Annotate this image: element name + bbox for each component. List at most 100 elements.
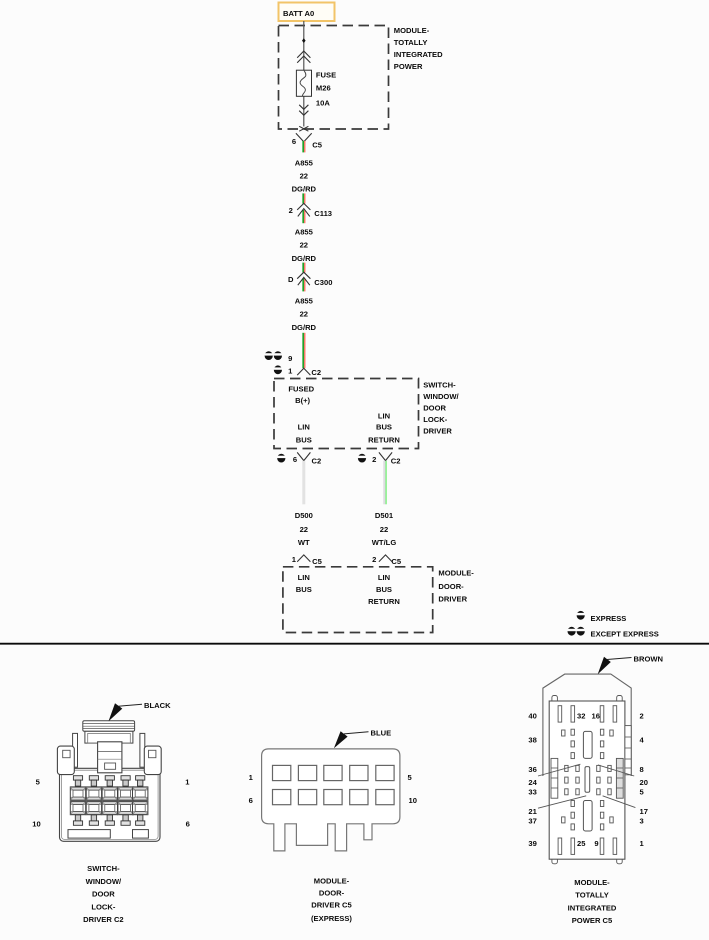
svg-text:C5: C5 — [391, 557, 401, 566]
svg-text:17: 17 — [640, 807, 648, 816]
svg-text:DOOR-: DOOR- — [319, 888, 345, 897]
svg-text:WINDOW/: WINDOW/ — [423, 392, 459, 401]
svg-text:LIN: LIN — [298, 573, 310, 582]
svg-text:6: 6 — [186, 820, 190, 829]
svg-text:C2: C2 — [311, 368, 321, 377]
svg-text:BROWN: BROWN — [634, 655, 664, 664]
svg-text:2: 2 — [372, 555, 376, 564]
svg-text:D: D — [288, 275, 294, 284]
svg-text:21: 21 — [528, 807, 537, 816]
svg-text:DRIVER C5: DRIVER C5 — [311, 901, 352, 910]
svg-text:BUS: BUS — [376, 422, 392, 431]
svg-text:WT: WT — [298, 538, 310, 547]
svg-text:C2: C2 — [312, 456, 322, 465]
svg-text:D501: D501 — [375, 511, 394, 520]
svg-text:32: 32 — [577, 712, 585, 721]
svg-text:38: 38 — [528, 736, 536, 745]
svg-text:DOOR: DOOR — [92, 889, 115, 898]
svg-text:WINDOW/: WINDOW/ — [86, 877, 122, 886]
svg-text:SWITCH-: SWITCH- — [423, 381, 456, 390]
svg-text:WT/LG: WT/LG — [372, 538, 397, 547]
svg-text:POWER: POWER — [394, 62, 423, 71]
svg-text:C5: C5 — [312, 557, 322, 566]
svg-text:BLUE: BLUE — [371, 729, 392, 738]
svg-text:16: 16 — [591, 712, 599, 721]
svg-text:6: 6 — [293, 455, 297, 464]
svg-text:LOCK-: LOCK- — [91, 902, 116, 911]
svg-text:DG/RD: DG/RD — [292, 323, 317, 332]
svg-text:24: 24 — [528, 778, 537, 787]
svg-text:MODULE-: MODULE- — [394, 26, 430, 35]
svg-text:INTEGRATED: INTEGRATED — [394, 50, 443, 59]
svg-text:DOOR-: DOOR- — [438, 582, 464, 591]
svg-text:39: 39 — [528, 839, 536, 848]
svg-text:1: 1 — [249, 773, 254, 782]
svg-text:DOOR: DOOR — [423, 404, 446, 413]
svg-text:1: 1 — [640, 839, 645, 848]
svg-text:2: 2 — [289, 206, 293, 215]
svg-text:LOCK-: LOCK- — [423, 415, 448, 424]
svg-text:DRIVER: DRIVER — [423, 427, 452, 436]
svg-text:22: 22 — [380, 525, 388, 534]
svg-text:INTEGRATED: INTEGRATED — [568, 904, 617, 913]
svg-text:1: 1 — [185, 778, 190, 787]
svg-text:EXPRESS: EXPRESS — [591, 614, 627, 623]
svg-text:LIN: LIN — [378, 412, 390, 421]
svg-text:(EXPRESS): (EXPRESS) — [311, 914, 352, 923]
svg-text:6: 6 — [292, 137, 296, 146]
svg-text:TOTALLY: TOTALLY — [575, 891, 609, 900]
svg-text:40: 40 — [528, 712, 536, 721]
svg-text:POWER C5: POWER C5 — [572, 916, 613, 925]
svg-text:B(+): B(+) — [295, 396, 310, 405]
svg-text:M26: M26 — [316, 84, 331, 93]
svg-text:10: 10 — [408, 796, 416, 805]
svg-text:5: 5 — [36, 778, 41, 787]
svg-text:6: 6 — [249, 796, 253, 805]
svg-text:EXCEPT EXPRESS: EXCEPT EXPRESS — [591, 630, 659, 639]
svg-text:37: 37 — [528, 817, 536, 826]
svg-text:8: 8 — [640, 765, 644, 774]
svg-text:BUS: BUS — [296, 585, 312, 594]
svg-text:SWITCH-: SWITCH- — [87, 864, 120, 873]
svg-text:LIN: LIN — [378, 573, 390, 582]
svg-text:10A: 10A — [316, 99, 330, 108]
svg-text:MODULE-: MODULE- — [438, 568, 474, 577]
svg-text:BATT A0: BATT A0 — [283, 9, 314, 18]
svg-text:FUSE: FUSE — [316, 70, 336, 79]
svg-text:1: 1 — [288, 367, 293, 376]
svg-text:25: 25 — [577, 839, 586, 848]
svg-text:RETURN: RETURN — [368, 435, 400, 444]
svg-text:MODULE-: MODULE- — [574, 878, 610, 887]
svg-text:C5: C5 — [312, 141, 322, 150]
svg-text:9: 9 — [288, 354, 292, 363]
svg-text:22: 22 — [300, 171, 308, 180]
svg-text:22: 22 — [300, 525, 308, 534]
svg-text:LIN: LIN — [298, 422, 310, 431]
svg-text:9: 9 — [594, 839, 598, 848]
svg-text:BUS: BUS — [296, 435, 312, 444]
svg-text:2: 2 — [640, 712, 644, 721]
svg-text:C2: C2 — [391, 456, 401, 465]
svg-text:22: 22 — [300, 241, 308, 250]
svg-text:MODULE-: MODULE- — [314, 877, 350, 886]
svg-text:BUS: BUS — [376, 585, 392, 594]
svg-text:10: 10 — [32, 820, 40, 829]
svg-text:5: 5 — [407, 773, 412, 782]
svg-text:20: 20 — [640, 778, 648, 787]
svg-text:4: 4 — [640, 736, 645, 745]
svg-text:DG/RD: DG/RD — [292, 185, 317, 194]
svg-text:1: 1 — [292, 555, 297, 564]
svg-text:A855: A855 — [295, 297, 314, 306]
svg-text:D500: D500 — [295, 511, 313, 520]
svg-text:A855: A855 — [295, 228, 314, 237]
svg-text:FUSED: FUSED — [288, 384, 314, 393]
svg-text:RETURN: RETURN — [368, 597, 400, 606]
svg-text:A855: A855 — [295, 158, 314, 167]
svg-text:DRIVER: DRIVER — [438, 595, 467, 604]
svg-text:BLACK: BLACK — [144, 701, 171, 710]
svg-text:DRIVER C2: DRIVER C2 — [83, 915, 124, 924]
svg-text:22: 22 — [300, 310, 308, 319]
svg-text:C113: C113 — [314, 209, 332, 218]
svg-text:2: 2 — [372, 455, 376, 464]
svg-text:C300: C300 — [314, 278, 332, 287]
